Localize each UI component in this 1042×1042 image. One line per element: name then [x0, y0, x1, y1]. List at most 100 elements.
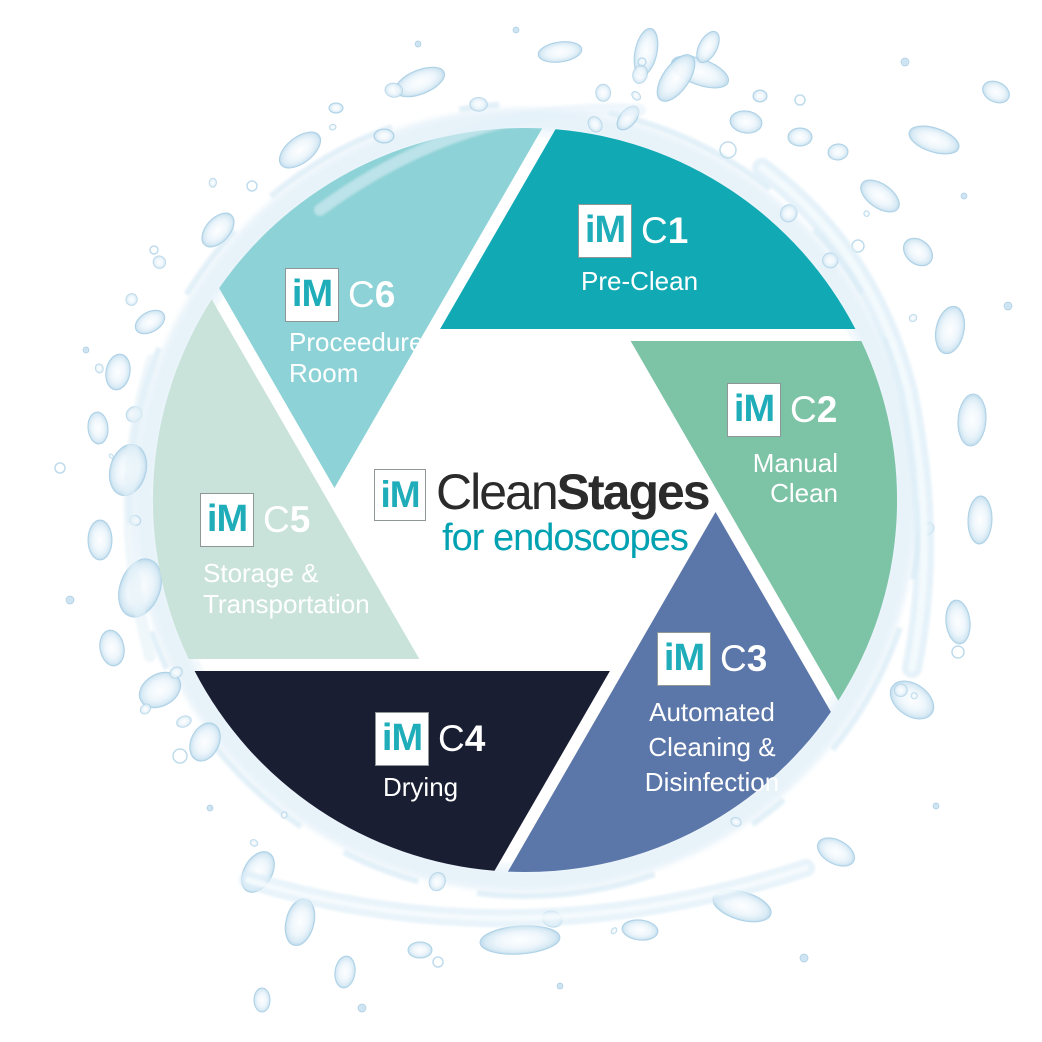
water-dot	[900, 57, 910, 67]
water-droplet	[945, 599, 971, 645]
center-title: CleanStages	[436, 464, 711, 520]
water-droplet	[189, 722, 221, 762]
im-logo-box-c5: iM	[200, 493, 254, 547]
stage-logo-c3: iM C3	[657, 632, 767, 686]
water-droplet	[469, 96, 488, 112]
water-bubble	[719, 141, 737, 159]
water-droplet	[860, 179, 900, 213]
water-droplet	[910, 692, 918, 700]
im-logo-text-c5: iM	[206, 498, 248, 540]
stage-label-line-c3-0: Automated	[649, 697, 775, 727]
water-dot	[799, 953, 809, 963]
water-bubble	[246, 180, 258, 192]
stage-label-c4: Drying	[383, 772, 458, 803]
water-droplet	[827, 143, 849, 161]
stage-label-line-c2-1: Clean	[770, 478, 838, 508]
water-droplet	[280, 811, 288, 819]
water-droplet	[328, 102, 344, 114]
water-droplet	[479, 925, 561, 955]
water-droplet	[176, 715, 192, 728]
water-droplet	[621, 919, 659, 941]
water-droplet	[138, 671, 182, 709]
water-dot	[556, 982, 564, 990]
water-droplet	[908, 313, 918, 323]
water-droplet	[816, 837, 856, 867]
water-droplet	[201, 212, 235, 248]
water-droplet	[87, 411, 109, 445]
stage-logo-c6: iM C6	[285, 268, 395, 322]
im-logo-text-c6: iM	[291, 273, 333, 315]
water-droplet	[730, 817, 742, 827]
stage-label-line-c6-1: Room	[289, 358, 359, 388]
water-droplet	[908, 125, 960, 155]
water-droplet	[595, 83, 612, 102]
im-logo-box-c1: iM	[578, 204, 632, 258]
water-bubble	[794, 94, 806, 106]
water-droplet	[208, 177, 217, 188]
stage-label-c5: Storage &Transportation	[203, 558, 370, 620]
stage-label-line-c3-2: Disinfection	[644, 767, 780, 797]
water-droplet	[696, 30, 720, 64]
im-logo-box-c6: iM	[285, 268, 339, 322]
water-bubble	[432, 956, 444, 968]
im-logo-box-c2: iM	[727, 383, 781, 437]
water-droplet	[87, 519, 113, 561]
im-logo-box-c3: iM	[657, 632, 711, 686]
water-bubble	[54, 462, 66, 474]
stage-blade-c3	[507, 511, 831, 873]
water-dot	[960, 192, 968, 200]
stage-label-line-c4-0: Drying	[383, 772, 459, 802]
water-droplet	[893, 683, 908, 698]
water-droplet	[428, 871, 446, 892]
water-dot	[932, 802, 940, 810]
water-dot	[82, 346, 90, 354]
stage-code-c6: C6	[348, 274, 396, 315]
stage-blade-c4	[194, 671, 610, 871]
water-bubble	[637, 57, 647, 67]
water-droplet	[278, 131, 322, 169]
water-droplet	[373, 128, 395, 144]
stage-blade-c6	[219, 127, 543, 489]
water-droplet	[134, 309, 166, 335]
water-droplet	[889, 680, 935, 720]
water-droplet	[822, 252, 839, 269]
water-droplet	[934, 305, 966, 355]
water-droplet	[94, 363, 104, 374]
water-droplet	[99, 629, 125, 667]
im-logo-text-c2: iM	[733, 388, 775, 430]
water-droplet	[125, 293, 138, 306]
stage-wheel	[153, 127, 897, 873]
center-im-logo-text: iM	[380, 473, 420, 515]
stage-label-line-c6-0: Proceedure	[289, 327, 424, 357]
stage-label-line-c5-1: Transportation	[203, 589, 370, 619]
stage-code-c1: C1	[641, 210, 689, 251]
water-droplet	[752, 89, 768, 103]
water-droplet	[328, 123, 337, 131]
water-droplet	[407, 941, 433, 959]
stage-label-line-c2-0: Manual	[752, 448, 838, 478]
water-droplet	[787, 127, 813, 147]
im-logo-box-c4: iM	[375, 712, 429, 766]
water-bubble	[149, 245, 159, 255]
water-bubble	[951, 645, 965, 659]
water-droplet	[249, 839, 259, 847]
water-droplet	[729, 110, 763, 134]
water-droplet	[863, 210, 870, 217]
water-droplet	[632, 64, 648, 84]
water-droplet	[903, 237, 933, 267]
water-droplet	[253, 987, 271, 1013]
water-droplet	[334, 955, 356, 989]
water-droplet	[105, 353, 131, 391]
water-bubble	[172, 748, 188, 764]
water-dot	[357, 1003, 367, 1013]
water-dot	[414, 40, 422, 48]
water-droplet	[139, 703, 152, 715]
center-title-bold: Stages	[556, 464, 711, 520]
water-droplet	[982, 80, 1010, 104]
im-logo-text-c1: iM	[584, 209, 626, 251]
